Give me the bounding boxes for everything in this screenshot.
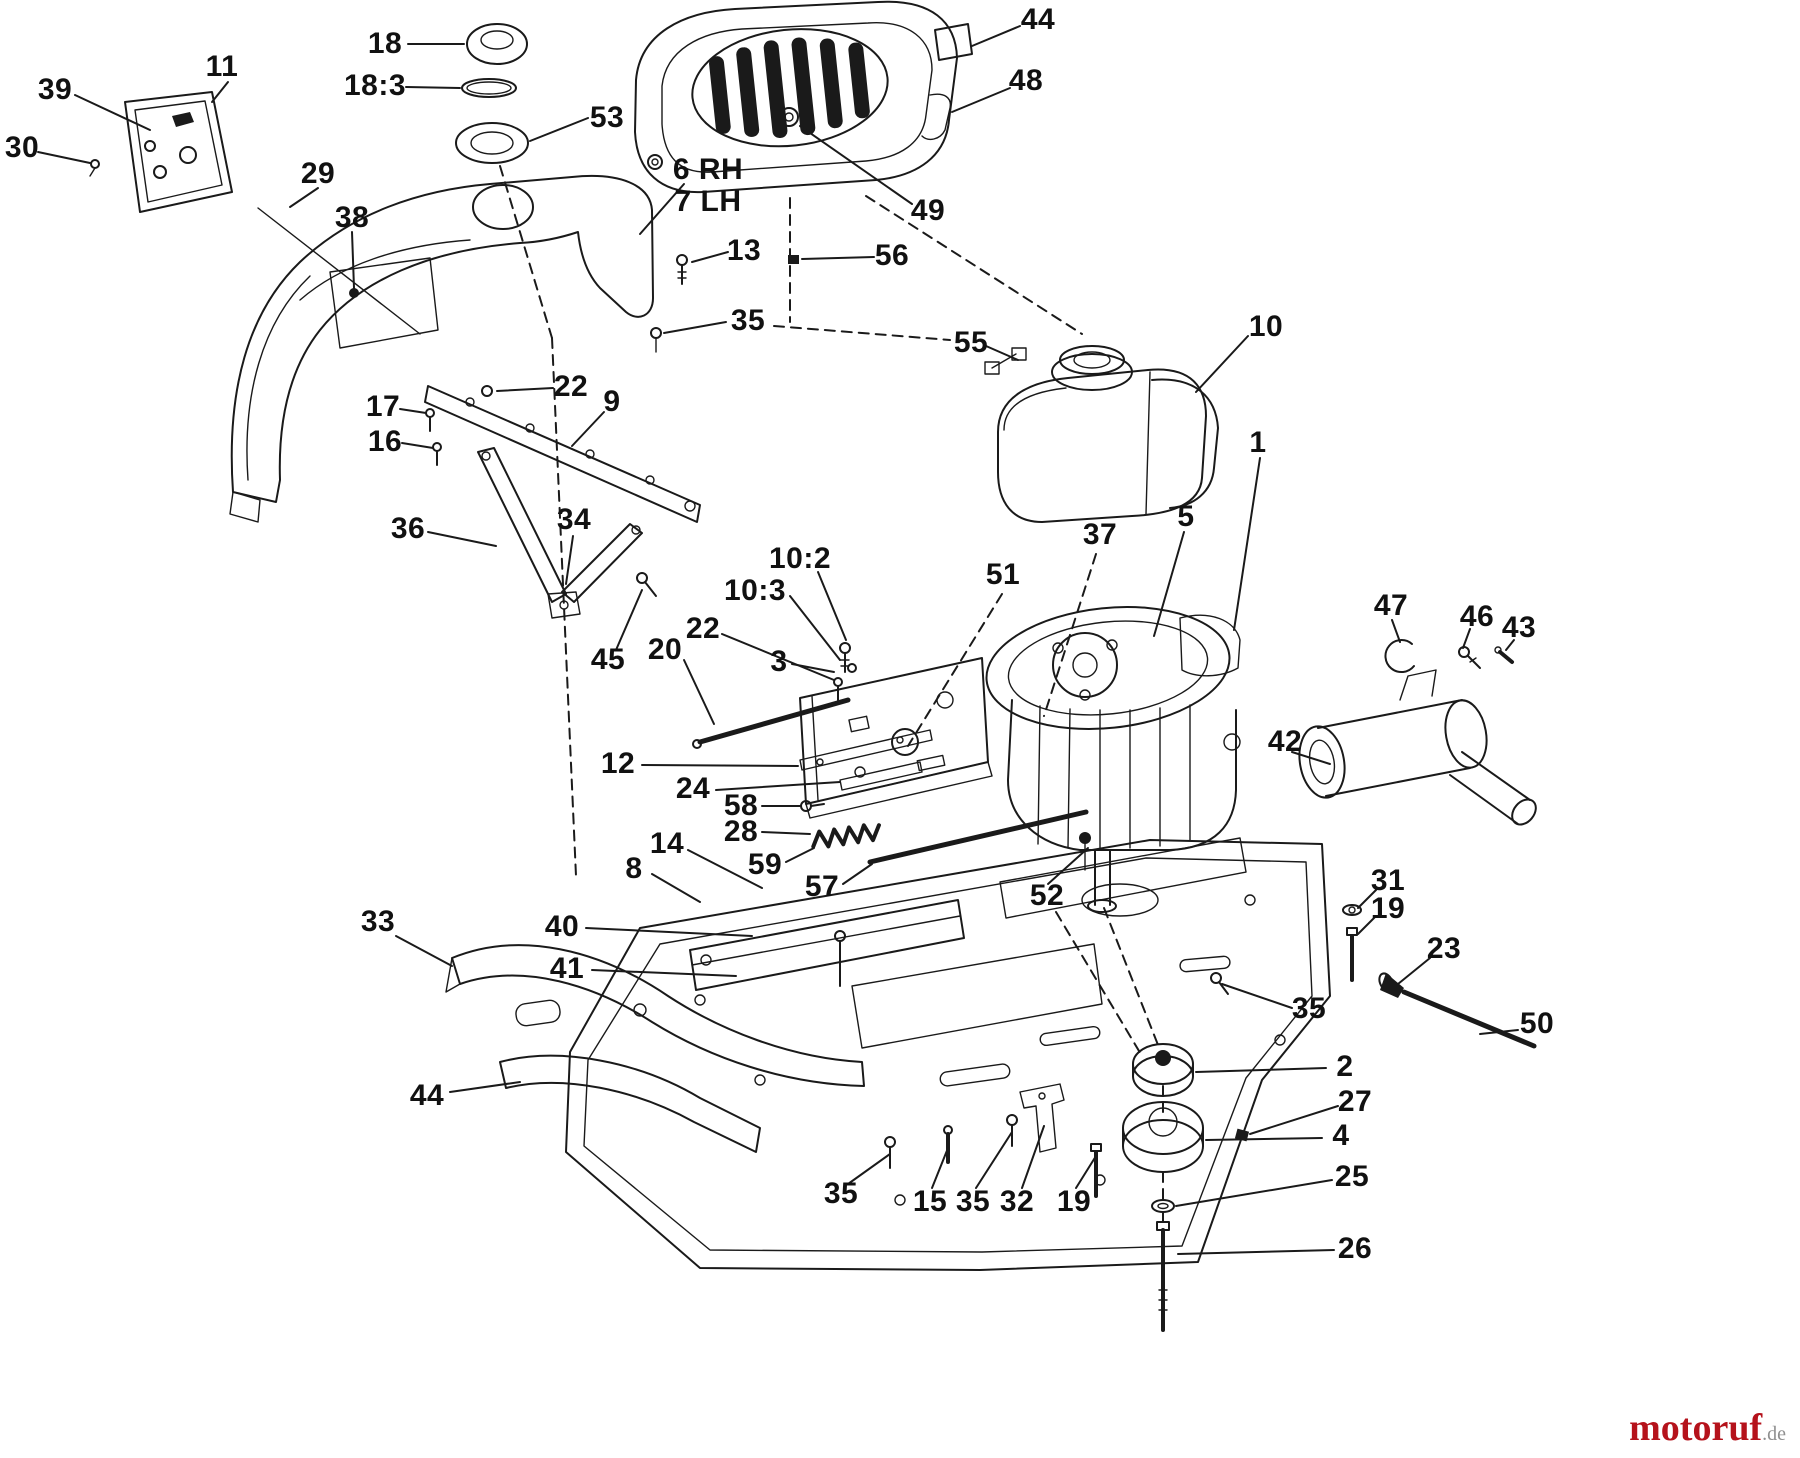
leader-lines	[37, 25, 1519, 1255]
fuel-tank	[984, 345, 1219, 523]
engine-cover	[634, 0, 973, 194]
support-bar	[424, 385, 701, 523]
control-bracket	[692, 642, 1089, 865]
bottom-fasteners	[884, 972, 1229, 1198]
engine	[985, 605, 1241, 913]
diagram-art	[37, 0, 1537, 1332]
construction-lines	[499, 165, 1164, 1223]
rod-linkage	[1342, 904, 1537, 1049]
watermark-tld: .de	[1762, 1423, 1786, 1445]
bumper	[445, 944, 865, 1153]
frame	[565, 837, 1331, 1271]
muffler	[1298, 639, 1537, 826]
watermark-brand: motoruf	[1629, 1407, 1763, 1449]
cover-fasteners	[676, 254, 799, 285]
fuel-cap-stack	[455, 23, 529, 164]
clutch-assembly	[1122, 1043, 1250, 1332]
control-panel	[89, 91, 421, 335]
watermark-motoruf: motoruf.de	[1629, 1406, 1786, 1450]
fender	[229, 175, 662, 523]
